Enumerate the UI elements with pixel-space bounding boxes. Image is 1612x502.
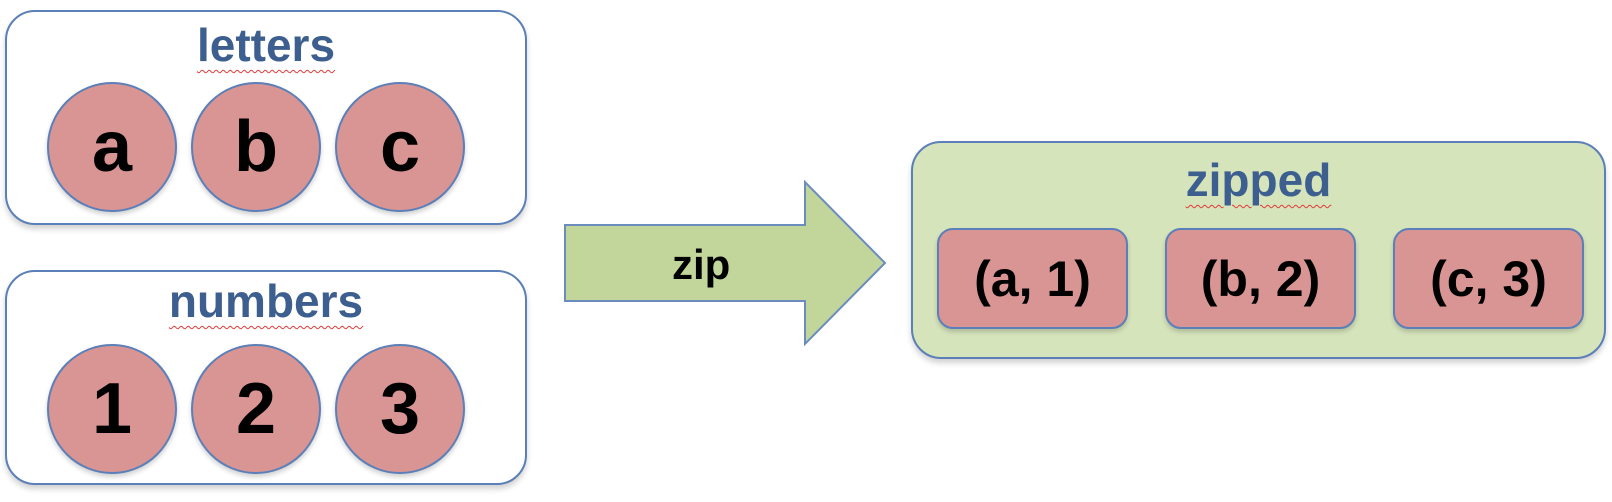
zip-arrow [564,179,887,347]
letters-panel: letters a b c [5,10,527,225]
zipped-pair: (a, 1) [937,228,1128,329]
zip-arrow-shape [564,179,887,347]
numbers-title: numbers [168,275,364,327]
letter-item: b [191,82,321,212]
number-item: 1 [47,344,177,474]
letter-item: c [335,82,465,212]
letters-title: letters [196,19,336,71]
number-item: 3 [335,344,465,474]
numbers-panel: numbers 1 2 3 [5,270,527,485]
zipped-pair: (c, 3) [1393,228,1584,329]
zip-label: zip [672,241,731,288]
letter-item: a [47,82,177,212]
zipped-title: zipped [1185,154,1332,206]
zipped-pair: (b, 2) [1165,228,1356,329]
zipped-panel: zipped (a, 1) (b, 2) (c, 3) [911,141,1606,359]
number-item: 2 [191,344,321,474]
